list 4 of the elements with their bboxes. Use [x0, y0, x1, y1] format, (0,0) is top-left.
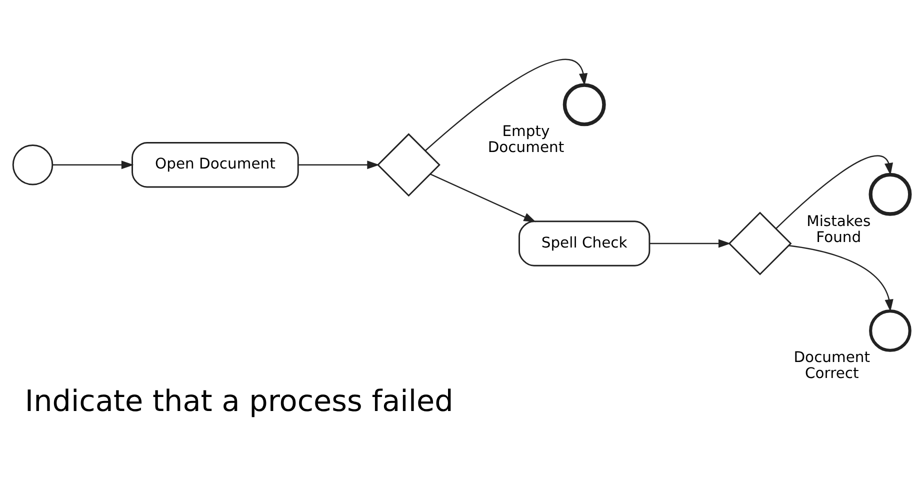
node-label: Document Correct [794, 349, 870, 382]
node-label: Empty Document [488, 123, 564, 156]
diagram-title: Indicate that a process failed [24, 384, 454, 418]
node-label: Mistakes Found [806, 212, 871, 246]
